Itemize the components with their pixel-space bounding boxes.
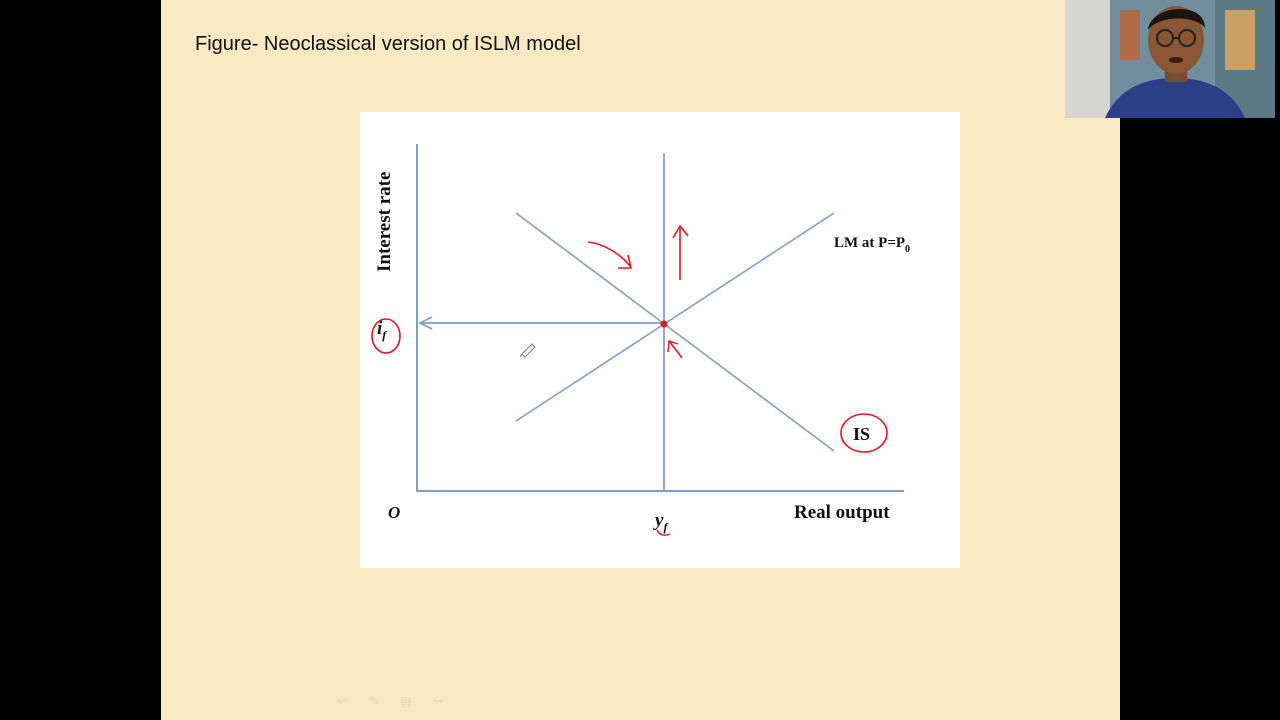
output-label-sub: f: [663, 520, 668, 534]
is-label-annotation-circle: [840, 413, 888, 453]
output-label: yf: [653, 510, 668, 534]
presentation-slide: Figure- Neoclassical version of ISLM mod…: [161, 0, 1120, 720]
interest-label-main: i: [377, 318, 383, 339]
lm-curve: [515, 212, 835, 422]
is-curve: [515, 212, 835, 452]
annotation-arrow-up-head: [672, 224, 689, 239]
annotation-arrow-is-head: [618, 254, 633, 269]
y-axis-label: Interest rate: [374, 172, 395, 272]
lm-label-main: LM at P=P: [834, 235, 905, 251]
annotation-arrow-is: [587, 241, 631, 267]
annotation-arrow-lm-head: [667, 340, 679, 353]
islm-diagram-svg: Interest rate Real output O if yf LM at …: [371, 144, 910, 536]
lm-label-sub: 0: [905, 244, 910, 255]
menu-icon[interactable]: ▤: [400, 694, 412, 708]
interest-rate-label: if: [377, 318, 387, 342]
is-curve-label: IS: [853, 424, 870, 444]
presenter-webcam: [1065, 0, 1275, 118]
annotation-arrow-lm: [669, 341, 683, 359]
origin-label: O: [388, 503, 400, 522]
slide-title: Figure- Neoclassical version of ISLM mod…: [195, 33, 581, 55]
presenter-video-icon: [1065, 0, 1275, 118]
equilibrium-point: [660, 320, 668, 328]
x-axis-label: Real output: [794, 502, 890, 523]
previous-slide-icon[interactable]: ↩: [336, 694, 348, 708]
next-slide-icon[interactable]: ↪: [432, 694, 444, 708]
lm-curve-label: LM at P=P0: [834, 235, 910, 255]
interest-label-sub: f: [382, 328, 387, 342]
slideshow-controls: ↩ ✎ ▤ ↪: [331, 694, 449, 708]
islm-diagram: Interest rate Real output O if yf LM at …: [360, 112, 960, 568]
interest-label-annotation-circle: [371, 318, 401, 354]
output-label-annotation-mark: [656, 529, 671, 536]
output-label-main: y: [653, 510, 664, 531]
interest-guide-arrowhead: [417, 316, 433, 330]
pen-icon[interactable]: ✎: [368, 694, 380, 708]
pen-cursor-icon: [519, 343, 536, 358]
